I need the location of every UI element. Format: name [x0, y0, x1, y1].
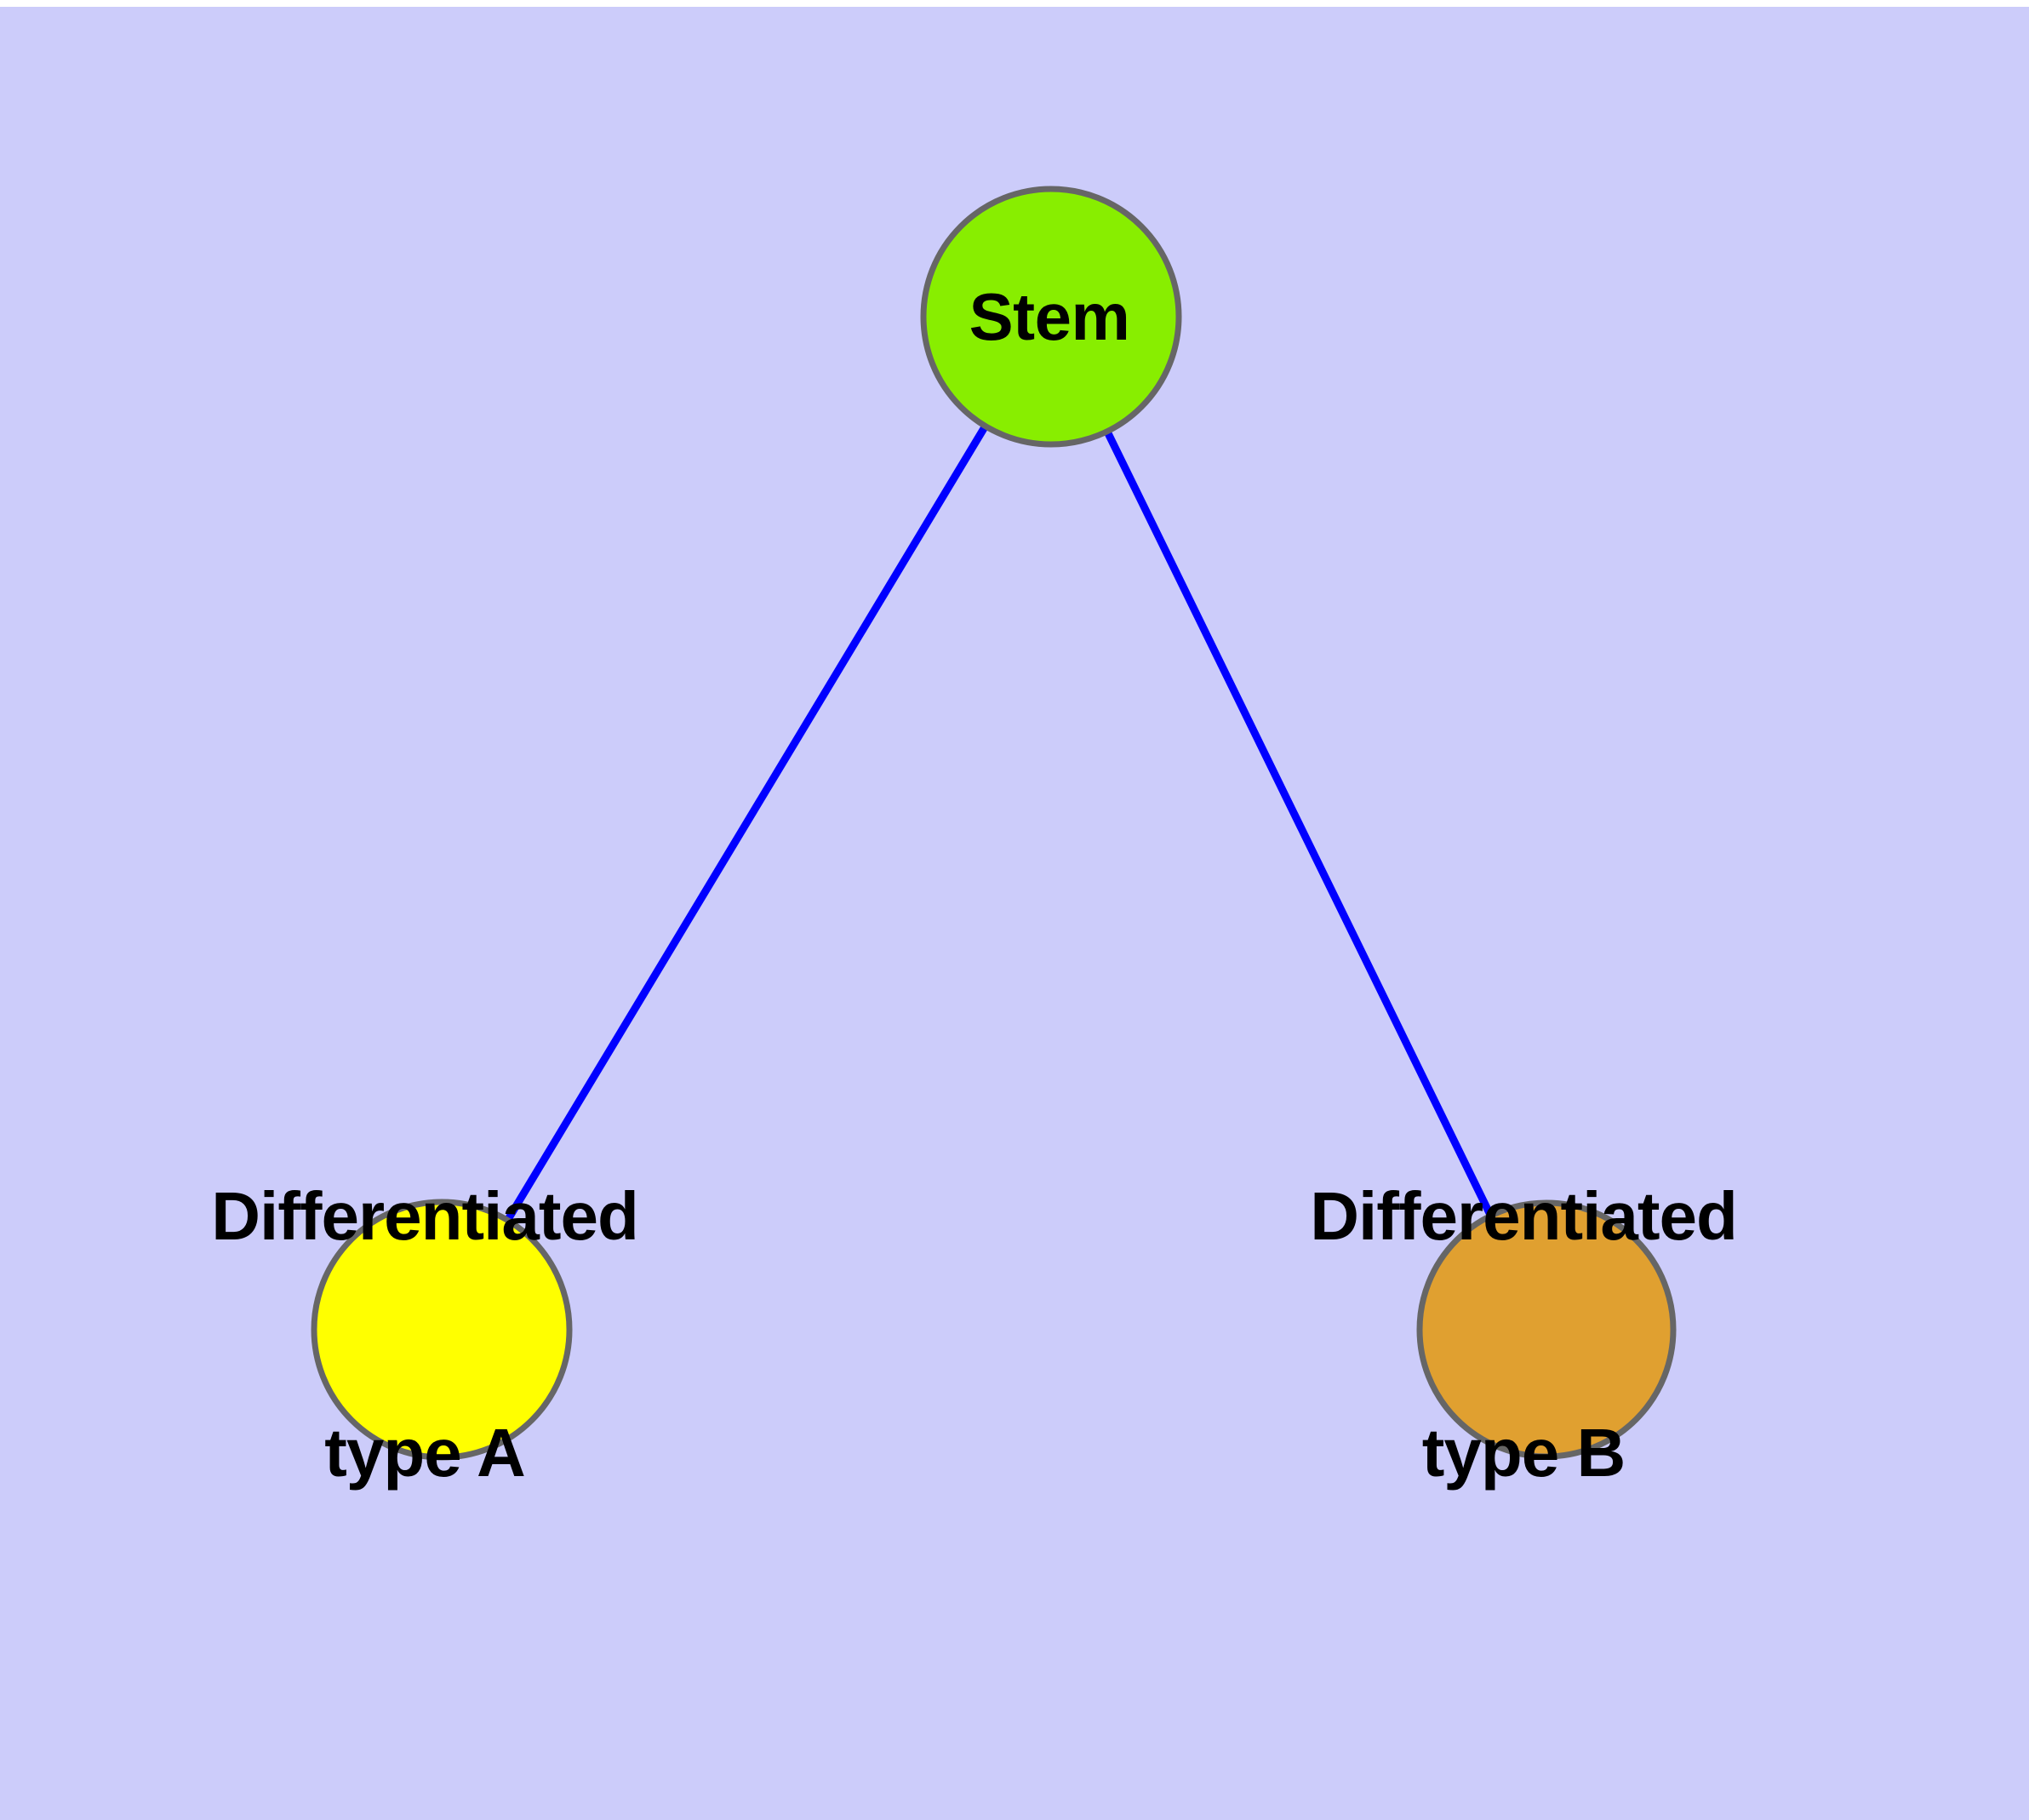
- edge-layer: [438, 314, 1551, 1332]
- node-stem[interactable]: [920, 186, 1182, 448]
- node-differentiated-type-b[interactable]: [1416, 1199, 1677, 1460]
- node-differentiated-type-a[interactable]: [311, 1199, 573, 1461]
- edge-stem-to-differentiated-type-b: [1047, 315, 1551, 1331]
- edge-stem-to-differentiated-type-a: [438, 314, 1055, 1332]
- node-layer: [311, 186, 1677, 1461]
